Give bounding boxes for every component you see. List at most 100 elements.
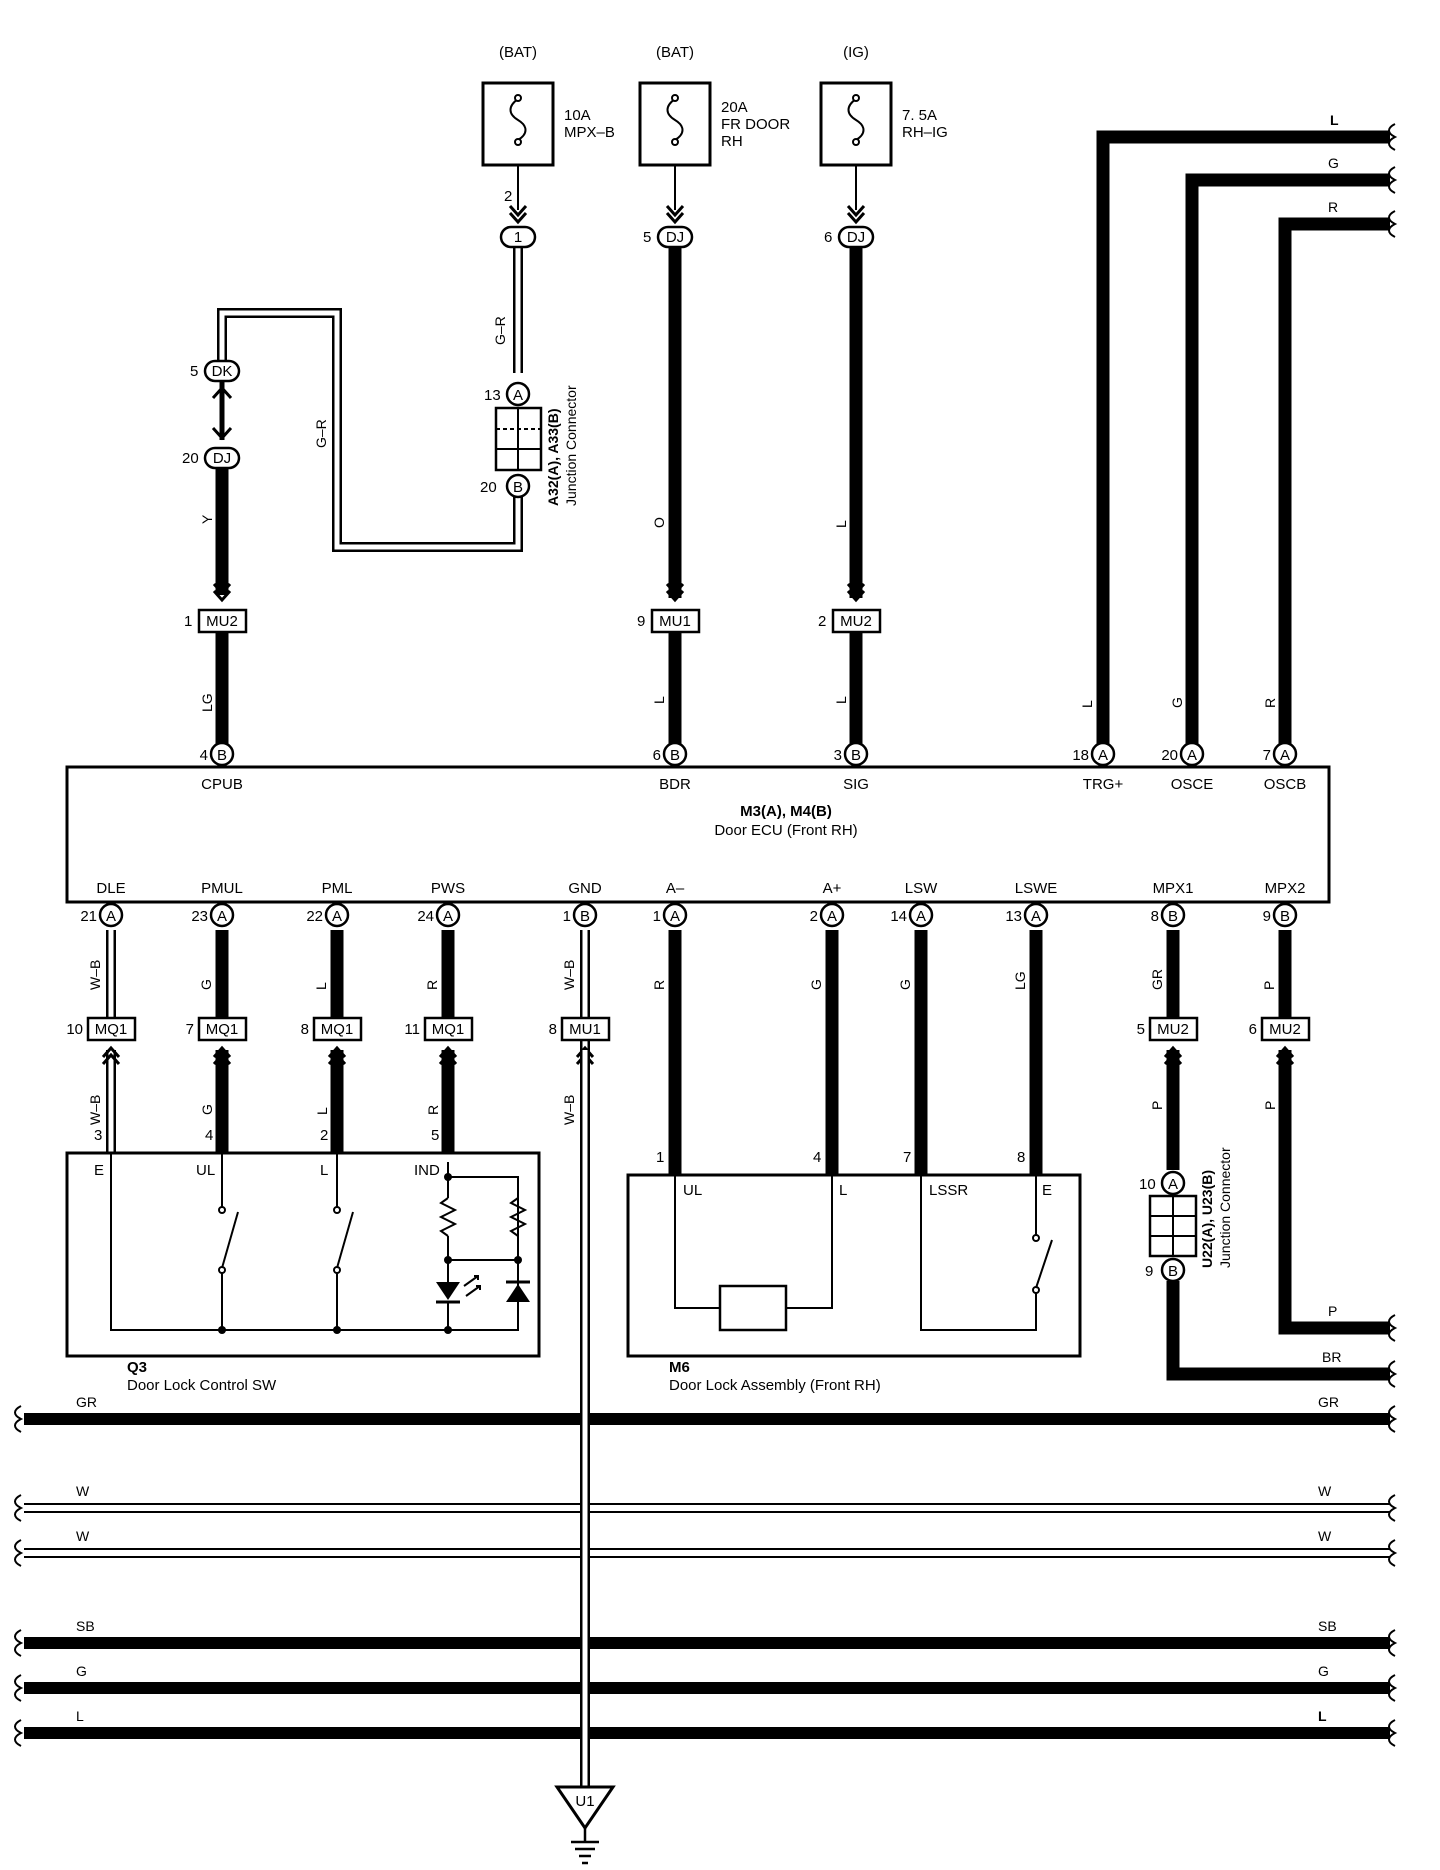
bus-wire-0: GR GR xyxy=(14,1394,1396,1433)
pin-number: 8 xyxy=(549,1021,557,1038)
signal-label: TRG+ xyxy=(1083,776,1124,793)
pin-number: 18 xyxy=(1072,747,1089,764)
signal-label: PML xyxy=(322,880,353,897)
pin-number: 3 xyxy=(94,1127,102,1144)
pin-number: 21 xyxy=(80,908,97,925)
terminal-label: IND xyxy=(414,1162,440,1179)
pin-number: 5 xyxy=(643,229,651,246)
connector-label: A xyxy=(1168,1176,1178,1193)
wire-color-label: P xyxy=(1261,981,1277,990)
fuse-name: RH–IG xyxy=(902,124,948,141)
wire-color-label: GR xyxy=(1149,969,1165,990)
wire-color-label: GR xyxy=(76,1394,97,1410)
connector-label: B xyxy=(580,908,590,925)
wire-color-label: G xyxy=(1318,1663,1329,1679)
pin-number: 8 xyxy=(1017,1149,1025,1166)
pin-number: 3 xyxy=(834,747,842,764)
connector-dj-left: DJ 20 xyxy=(182,446,241,470)
signal-label: SIG xyxy=(843,776,869,793)
wire-color-label: W xyxy=(1318,1528,1332,1544)
pin-number: 2 xyxy=(320,1127,328,1144)
wire-color-label: LG xyxy=(199,693,215,712)
connector-dj-sig: DJ 6 xyxy=(824,225,875,249)
wire-color-label: W xyxy=(1318,1483,1332,1499)
wire-color-label: L xyxy=(651,696,667,704)
wire-color-label: W xyxy=(76,1528,90,1544)
terminal-label: UL xyxy=(196,1162,215,1179)
fuse-source-label: (IG) xyxy=(843,44,869,61)
ecu-pin-a-: A1A–R xyxy=(651,880,688,990)
component-description: Door Lock Control SW xyxy=(127,1377,277,1394)
connector-label: MU1 xyxy=(569,1021,601,1038)
connector-label: A xyxy=(1098,747,1108,764)
connector-mu1-bdr: MU1 9 xyxy=(637,608,701,634)
wire-color-label: GR xyxy=(1318,1394,1339,1410)
wire-color-label: G xyxy=(199,1104,215,1115)
pin-number: 1 xyxy=(656,1149,664,1166)
wire-color-label: L xyxy=(314,1107,330,1115)
connector-label: MU2 xyxy=(1269,1021,1301,1038)
bus-wire-3: SB SB xyxy=(14,1618,1396,1657)
terminal-label: E xyxy=(1042,1182,1052,1199)
wire-color-label: G xyxy=(1328,155,1339,171)
connector-mu2-cpub: MU2 1 xyxy=(184,608,248,634)
wire-color-label: R xyxy=(651,980,667,990)
wire-color-label: G xyxy=(897,979,913,990)
pin-number: 6 xyxy=(1249,1021,1257,1038)
wire-color-label: W–B xyxy=(561,1095,577,1125)
wire-color-label: W–B xyxy=(87,1095,103,1125)
pin-number: 23 xyxy=(191,908,208,925)
connector-label: A xyxy=(1280,747,1290,764)
wire-color-label: W–B xyxy=(561,960,577,990)
pin-number: 7 xyxy=(1263,747,1271,764)
terminal-label: LSSR xyxy=(929,1182,968,1199)
wire-color-label: R xyxy=(424,980,440,990)
wire-color-label: SB xyxy=(1318,1618,1337,1634)
signal-label: LSW xyxy=(905,880,938,897)
fuse-name: FR DOOR xyxy=(721,116,790,133)
pin-number: 13 xyxy=(484,387,501,404)
signal-label: OSCB xyxy=(1264,776,1307,793)
fuse-name: MPX–B xyxy=(564,124,615,141)
ground-label: U1 xyxy=(575,1793,594,1810)
pin-number: 11 xyxy=(404,1021,420,1038)
connector-label: A xyxy=(513,387,523,404)
wire-color-label: SB xyxy=(76,1618,95,1634)
fuse-name-2: RH xyxy=(721,133,743,150)
connector-label: MQ1 xyxy=(432,1021,465,1038)
connector-label: B xyxy=(1168,908,1178,925)
connector-label: A xyxy=(1187,747,1197,764)
connector-mu2-6: MU2 6 xyxy=(1249,1016,1311,1042)
wire-color-label: P xyxy=(1262,1101,1278,1110)
junction-sublabel: Junction Connector xyxy=(1217,1147,1233,1268)
pin-number: 5 xyxy=(190,363,198,380)
pin-number: 5 xyxy=(431,1127,439,1144)
wire-color-label: G xyxy=(76,1663,87,1679)
wire-color-label: G xyxy=(1169,697,1185,708)
connector-label: DK xyxy=(212,363,233,380)
door-lock-control-switch: E UL L IND xyxy=(65,1151,541,1394)
wire-color-label: L xyxy=(833,696,849,704)
ecu-description: Door ECU (Front RH) xyxy=(714,822,857,839)
door-ecu: M3(A), M4(B) Door ECU (Front RH) xyxy=(65,765,1331,904)
pin-number: 13 xyxy=(1005,908,1022,925)
pin-number: 10 xyxy=(1139,1176,1156,1193)
junction-sublabel: Junction Connector xyxy=(563,385,579,506)
connector-mq1-3: MQ1 11 xyxy=(404,1016,474,1042)
ground-point-u1: U1 xyxy=(554,1785,616,1865)
